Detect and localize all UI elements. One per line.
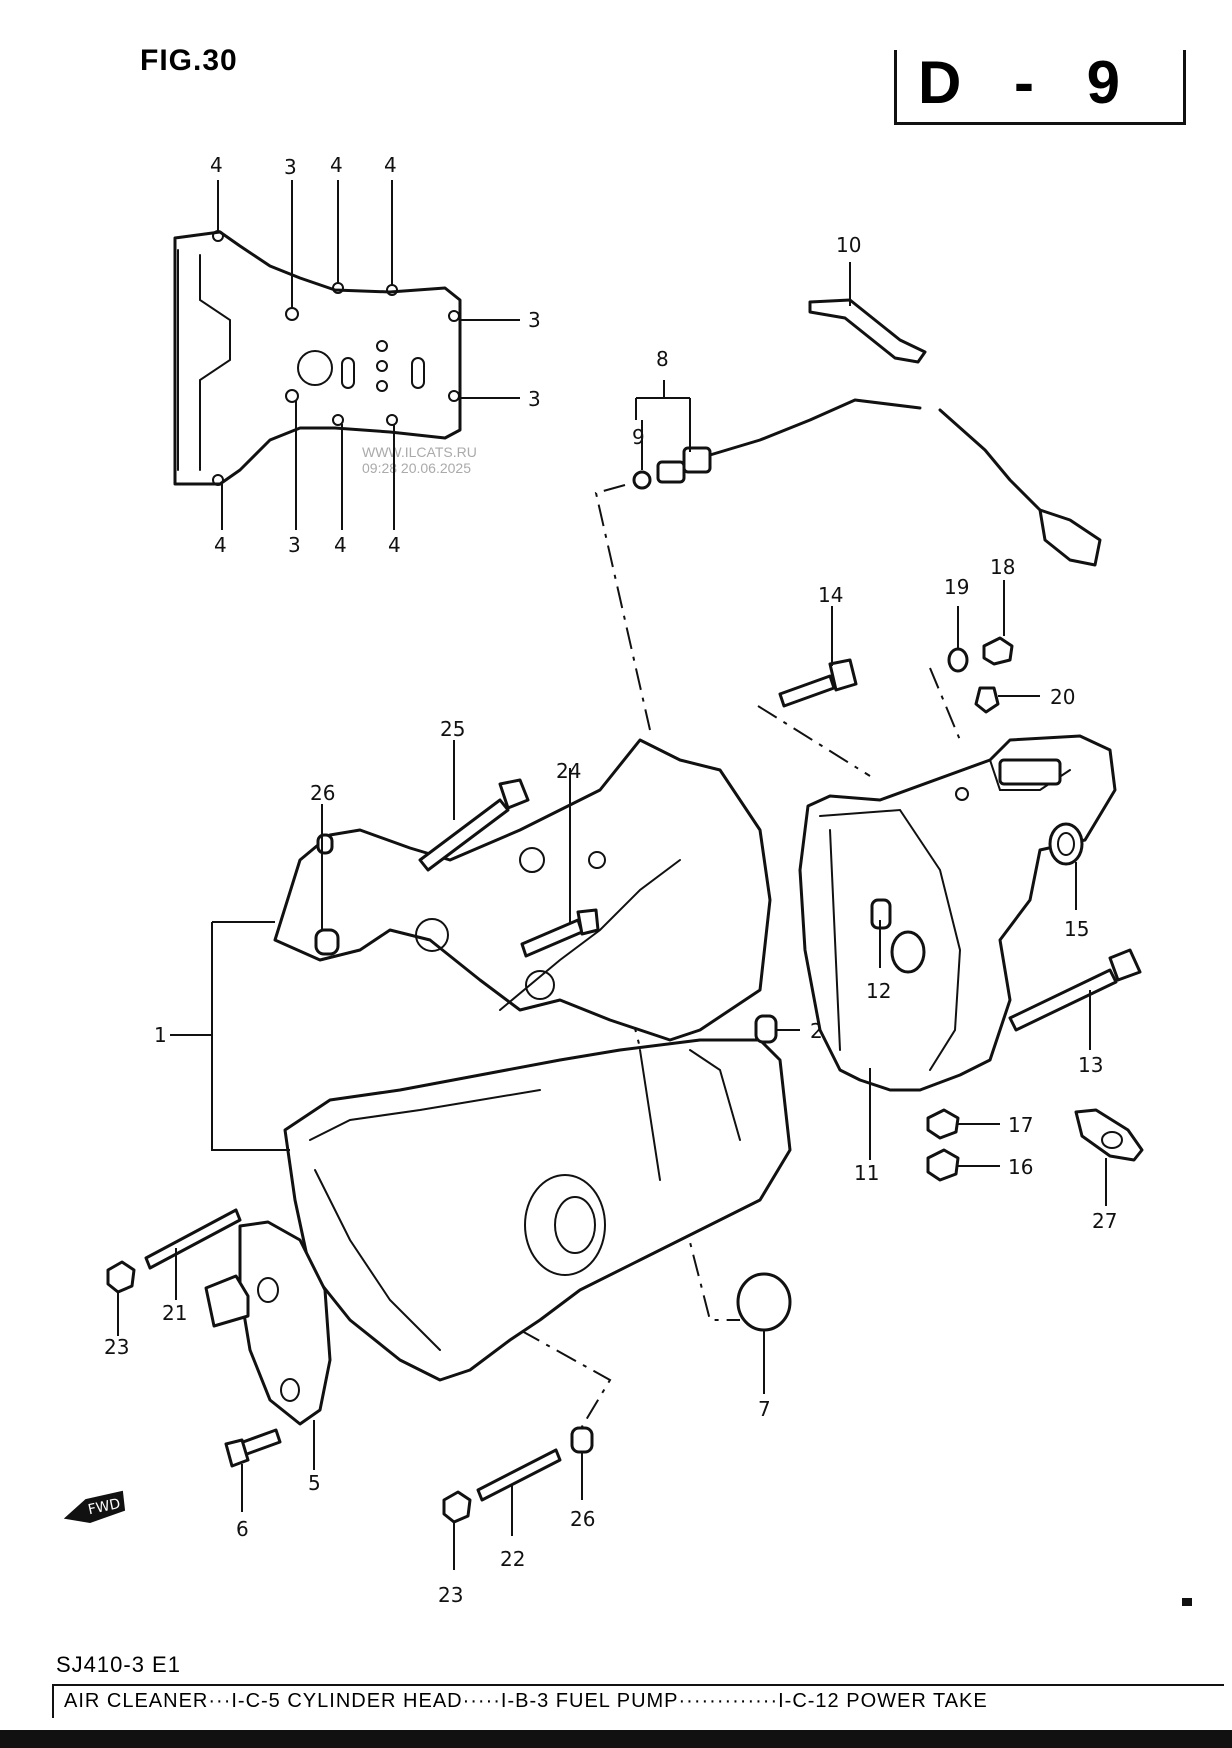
callout-15: 15 <box>1064 917 1089 941</box>
section-code: D - 9 <box>918 49 1139 116</box>
watermark: WWW.ILCATS.RU 09:28 20.06.2025 <box>362 444 477 476</box>
bolt-6 <box>224 1428 282 1512</box>
callout-25: 25 <box>440 717 465 741</box>
callout-labels: 4 3 4 4 3 3 4 3 4 4 10 8 9 14 19 18 20 2… <box>104 153 1117 1607</box>
watermark-timestamp: 09:28 20.06.2025 <box>362 460 471 476</box>
callout-21: 21 <box>162 1301 187 1325</box>
callout-16: 16 <box>1008 1155 1033 1179</box>
case-leaders <box>170 921 290 1151</box>
callout-20: 20 <box>1050 685 1075 709</box>
callout-2: 2 <box>810 1019 823 1043</box>
watermark-site: WWW.ILCATS.RU <box>362 444 477 460</box>
callout-5: 5 <box>308 1471 321 1495</box>
bolt-14 <box>778 606 858 708</box>
cover-gasket <box>173 230 462 486</box>
dowel-2 <box>754 1014 800 1044</box>
gasket-leaders <box>217 180 520 530</box>
fwd-label: FWD <box>87 1496 122 1518</box>
callout-19: 19 <box>944 575 969 599</box>
model-code: SJ410-3 E1 <box>56 1652 181 1677</box>
dowel-26-upper <box>314 804 340 956</box>
callout-4: 4 <box>214 533 227 557</box>
reference-bar: AIR CLEANER···I-C-5 CYLINDER HEAD·····I-… <box>52 1684 1224 1718</box>
extension-case <box>798 734 1117 1092</box>
breather-20 <box>974 686 1040 714</box>
callout-3: 3 <box>288 533 301 557</box>
scan-edge <box>0 1730 1232 1748</box>
gasket-27 <box>1074 1108 1144 1206</box>
callout-3: 3 <box>528 308 541 332</box>
plug-18 <box>982 580 1014 666</box>
dowel-26-lower <box>570 1426 594 1500</box>
callout-3: 3 <box>284 155 297 179</box>
callout-4: 4 <box>210 153 223 177</box>
callout-17: 17 <box>1008 1113 1033 1137</box>
nut-23-bottom <box>442 1490 472 1570</box>
washer-19 <box>947 606 969 673</box>
callout-14: 14 <box>818 583 843 607</box>
reference-text: AIR CLEANER···I-C-5 CYLINDER HEAD·····I-… <box>64 1690 988 1712</box>
callout-8: 8 <box>656 347 669 371</box>
callout-13: 13 <box>1078 1053 1103 1077</box>
callout-27: 27 <box>1092 1209 1117 1233</box>
nut-23-left <box>106 1260 136 1336</box>
stud-22 <box>476 1448 562 1536</box>
callout-6: 6 <box>236 1517 249 1541</box>
callout-12: 12 <box>866 979 891 1003</box>
callout-4: 4 <box>330 153 343 177</box>
callout-4: 4 <box>388 533 401 557</box>
fwd-arrow-icon <box>63 1490 126 1524</box>
reference-leaders <box>519 484 961 1431</box>
callout-26: 26 <box>310 781 335 805</box>
callout-3: 3 <box>528 387 541 411</box>
figure-title: FIG.30 <box>140 44 238 77</box>
callout-23: 23 <box>104 1335 129 1359</box>
callout-1: 1 <box>154 1023 167 1047</box>
case-11-leaders <box>869 862 1077 1160</box>
section-code-box <box>894 50 1186 125</box>
bolt-24 <box>520 768 600 958</box>
page-marker <box>1182 1598 1192 1606</box>
callout-23: 23 <box>438 1583 463 1607</box>
nut-17 <box>926 1108 1000 1140</box>
bolt-13 <box>1008 948 1142 1050</box>
callout-4: 4 <box>384 153 397 177</box>
callout-9: 9 <box>632 425 645 449</box>
stud-21 <box>144 1208 242 1300</box>
speed-sensor <box>632 380 1102 567</box>
bolt-25 <box>418 740 530 872</box>
callout-24: 24 <box>556 759 581 783</box>
callout-10: 10 <box>836 233 861 257</box>
callout-4: 4 <box>334 533 347 557</box>
cover-5 <box>204 1220 332 1470</box>
callout-22: 22 <box>500 1547 525 1571</box>
plug-16 <box>926 1148 1000 1182</box>
callout-11: 11 <box>854 1161 879 1185</box>
callout-26: 26 <box>570 1507 595 1531</box>
transmission-case <box>273 738 792 1382</box>
callout-7: 7 <box>758 1397 771 1421</box>
bracket-10 <box>808 262 927 364</box>
callout-18: 18 <box>990 555 1015 579</box>
plug-7 <box>736 1272 792 1394</box>
